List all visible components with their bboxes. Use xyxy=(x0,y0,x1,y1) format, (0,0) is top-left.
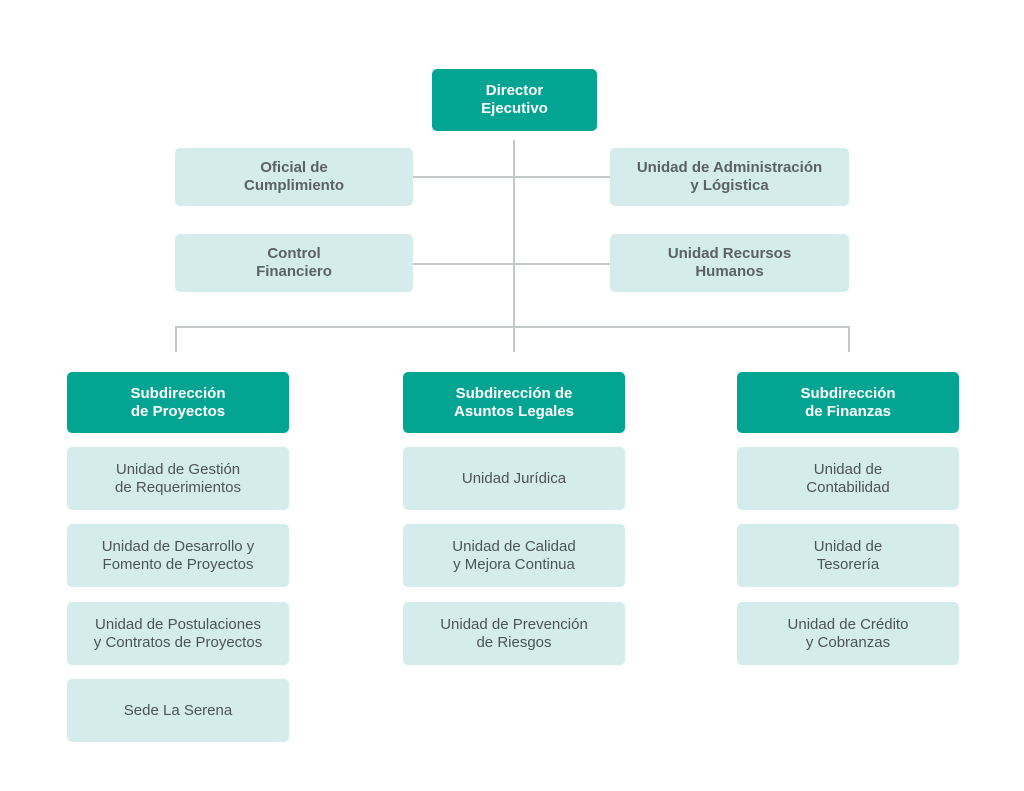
subdireccion-asuntos-legales-box: Subdirección de Asuntos Legales xyxy=(403,372,625,433)
unit-box: Unidad Jurídica xyxy=(403,447,625,510)
director-ejecutivo-box: Director Ejecutivo xyxy=(432,69,597,131)
administracion-logistica-box: Unidad de Administración y Lógistica xyxy=(610,148,849,206)
unit-box: Sede La Serena xyxy=(67,679,289,742)
unit-box: Unidad de Tesorería xyxy=(737,524,959,587)
unit-box: Unidad de Crédito y Cobranzas xyxy=(737,602,959,665)
subdireccion-proyectos-box: Subdirección de Proyectos xyxy=(67,372,289,433)
unit-box: Unidad de Desarrollo y Fomento de Proyec… xyxy=(67,524,289,587)
recursos-humanos-box: Unidad Recursos Humanos xyxy=(610,234,849,292)
unit-box: Unidad de Gestión de Requerimientos xyxy=(67,447,289,510)
oficial-cumplimiento-box: Oficial de Cumplimiento xyxy=(175,148,413,206)
subdireccion-finanzas-box: Subdirección de Finanzas xyxy=(737,372,959,433)
unit-box: Unidad de Calidad y Mejora Continua xyxy=(403,524,625,587)
connector-staff-row-1 xyxy=(413,176,610,178)
connector-staff-row-2 xyxy=(413,263,610,265)
connector-division-left xyxy=(175,326,177,352)
unit-box: Unidad de Postulaciones y Contratos de P… xyxy=(67,602,289,665)
unit-box: Unidad de Prevención de Riesgos xyxy=(403,602,625,665)
connector-divisions-horizontal xyxy=(175,326,850,328)
unit-box: Unidad de Contabilidad xyxy=(737,447,959,510)
connector-division-right xyxy=(848,326,850,352)
control-financiero-box: Control Financiero xyxy=(175,234,413,292)
connector-main-vertical xyxy=(513,140,515,352)
